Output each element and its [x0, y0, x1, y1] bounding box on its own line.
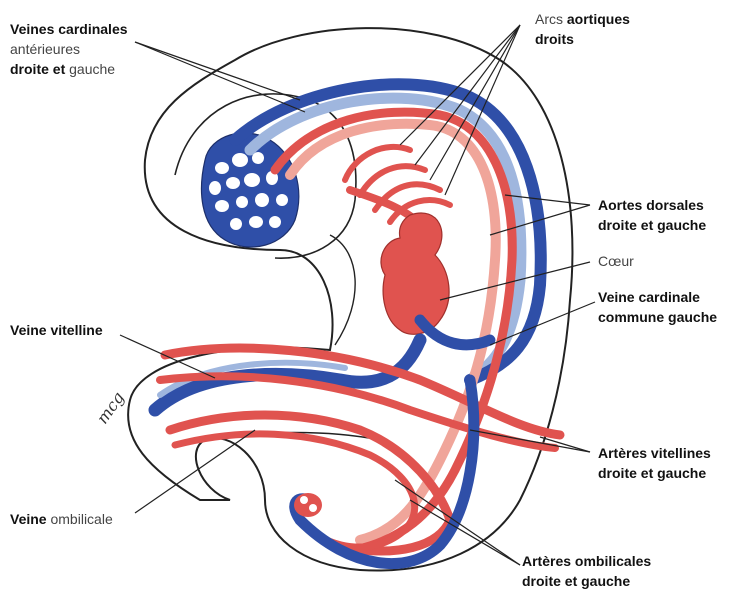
label-dorsal-aortas: Aortes dorsales droite et gauche — [598, 197, 706, 233]
label-anterior-cardinal-line3: droite et gauche — [10, 61, 115, 77]
label-heart: Cœur — [598, 253, 634, 269]
caudal-plexus — [294, 493, 322, 517]
artist-signature: mcg — [93, 388, 128, 427]
label-dorsal-aortas-line2: droite et gauche — [598, 217, 706, 233]
label-aortic-arches: Arcs aortiques droits — [535, 11, 630, 47]
label-vitelline-arteries: Artères vitellines droite et gauche — [598, 445, 711, 481]
label-anterior-cardinal-line2: antérieures — [10, 41, 80, 57]
label-common-cardinal-line1: Veine cardinale — [598, 289, 700, 305]
label-dorsal-aortas-line1: Aortes dorsales — [598, 197, 704, 213]
label-vitelline-arteries-line1: Artères vitellines — [598, 445, 711, 461]
label-aortic-arches-line1: Arcs aortiques — [535, 11, 630, 27]
label-common-cardinal-vein: Veine cardinale commune gauche — [598, 289, 717, 325]
label-anterior-cardinal-veins: Veines cardinales antérieures droite et … — [10, 21, 128, 77]
label-vitelline-vein: Veine vitelline — [10, 322, 103, 338]
label-common-cardinal-line2: commune gauche — [598, 309, 717, 325]
label-umbilical-arteries-line2: droite et gauche — [522, 573, 630, 589]
label-umbilical-arteries: Artères ombilicales droite et gauche — [522, 553, 651, 589]
label-aortic-arches-line2: droits — [535, 31, 574, 47]
label-anterior-cardinal-line1: Veines cardinales — [10, 21, 128, 37]
label-umbilical-arteries-line1: Artères ombilicales — [522, 553, 651, 569]
label-umbilical-vein: Veine ombilicale — [10, 511, 113, 527]
label-vitelline-arteries-line2: droite et gauche — [598, 465, 706, 481]
